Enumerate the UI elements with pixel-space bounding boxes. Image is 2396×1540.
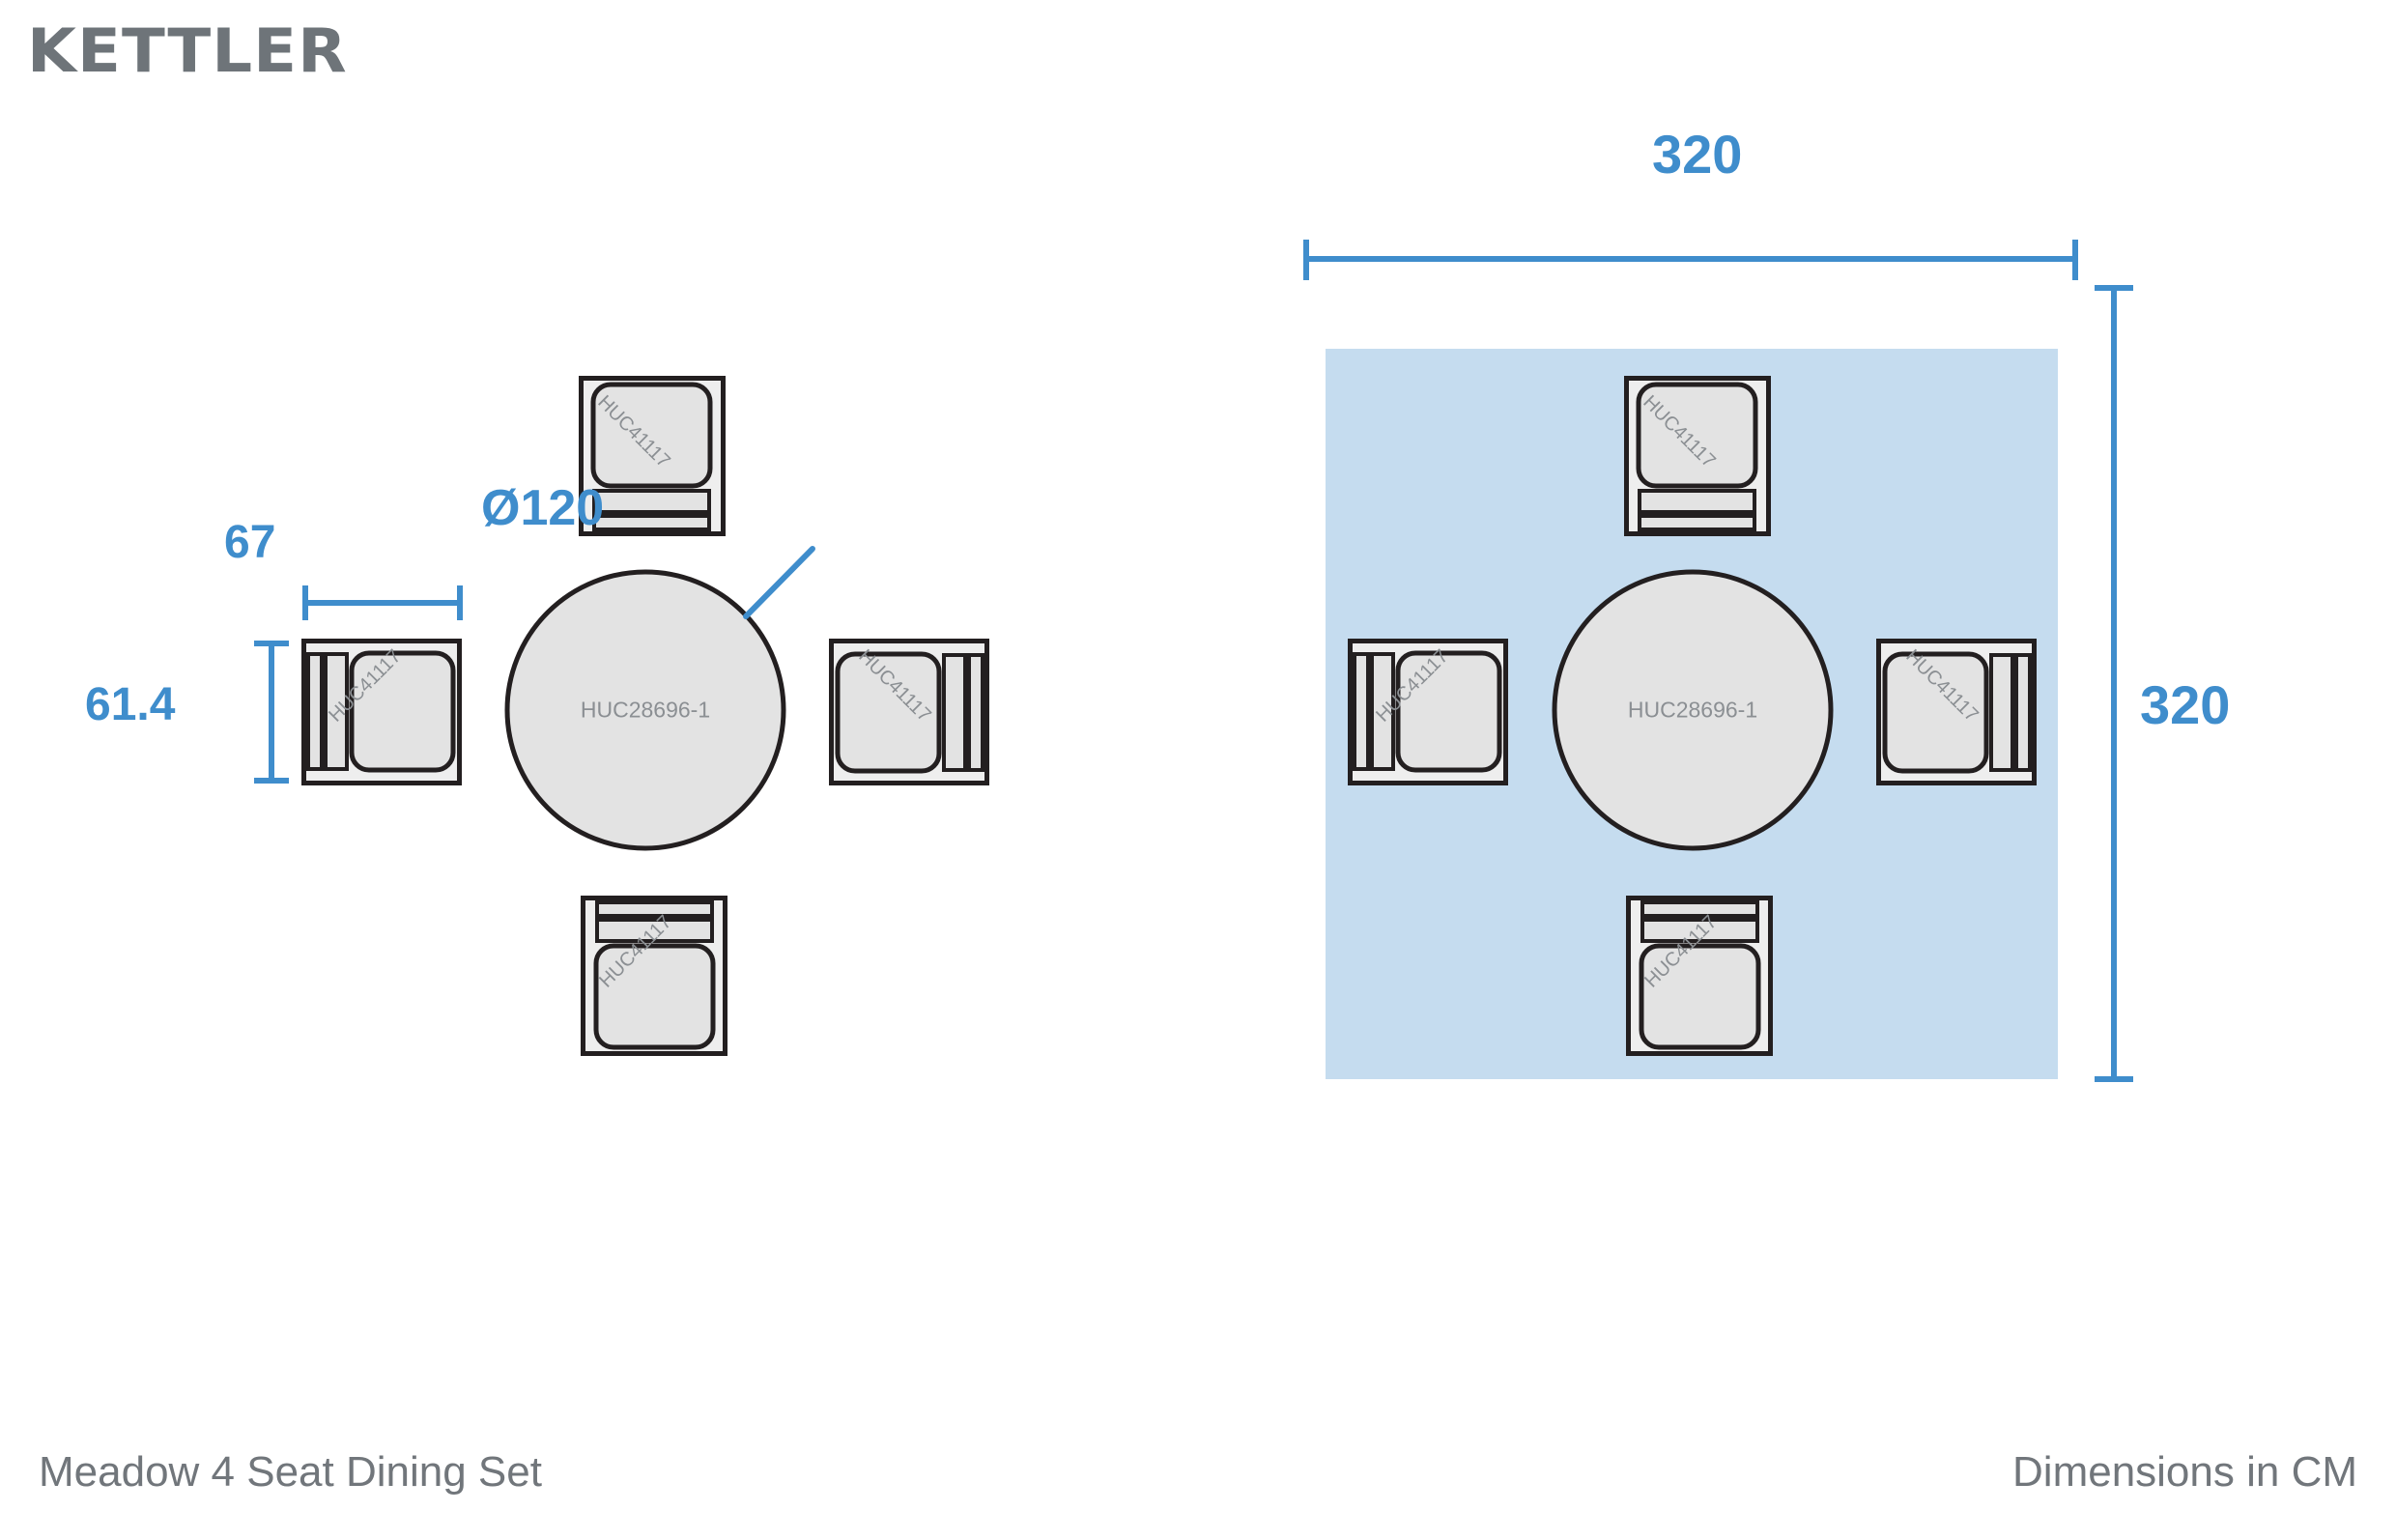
dimension-label-footprint-width: 320: [1652, 124, 1743, 185]
table-plan-shape: [504, 569, 786, 851]
product-name-caption: Meadow 4 Seat Dining Set: [39, 1448, 542, 1496]
footprint-diagram-drawing: [1303, 240, 2133, 1082]
dimension-footprint-height: [2095, 285, 2133, 1082]
footprint-table-plan-shape: [1552, 569, 1834, 851]
units-caption: Dimensions in CM: [2012, 1448, 2357, 1496]
diameter-leader-line: [743, 546, 815, 619]
product-diagram-drawing: [254, 0, 1198, 1540]
footprint-chair-bottom: [1629, 898, 1771, 1054]
dimension-label-chair-depth: 61.4: [85, 679, 176, 730]
chair-left: [304, 642, 460, 784]
chair-right: [832, 642, 987, 784]
dimension-chair-depth: [254, 641, 289, 784]
dimension-label-footprint-height: 320: [2140, 674, 2231, 735]
product-dimension-diagram: HUC28696-1 HUC41117 HUC41117 HUC41117 HU…: [85, 0, 1198, 1540]
dimension-chair-width: [302, 585, 463, 620]
footprint-diagram: HUC28696-1 HUC41117 HUC41117 HUC41117 HU…: [1198, 0, 2396, 1540]
footprint-chair-right: [1879, 642, 2035, 784]
kettler-logo: KETTLER: [27, 15, 348, 86]
dimension-footprint-width: [1303, 240, 2078, 280]
dimension-label-chair-width: 67: [224, 517, 276, 568]
footprint-chair-left: [1351, 642, 1506, 784]
footprint-chair-top: [1627, 379, 1769, 534]
dimension-label-table-diameter: Ø120: [481, 480, 605, 536]
chair-bottom: [584, 898, 726, 1054]
